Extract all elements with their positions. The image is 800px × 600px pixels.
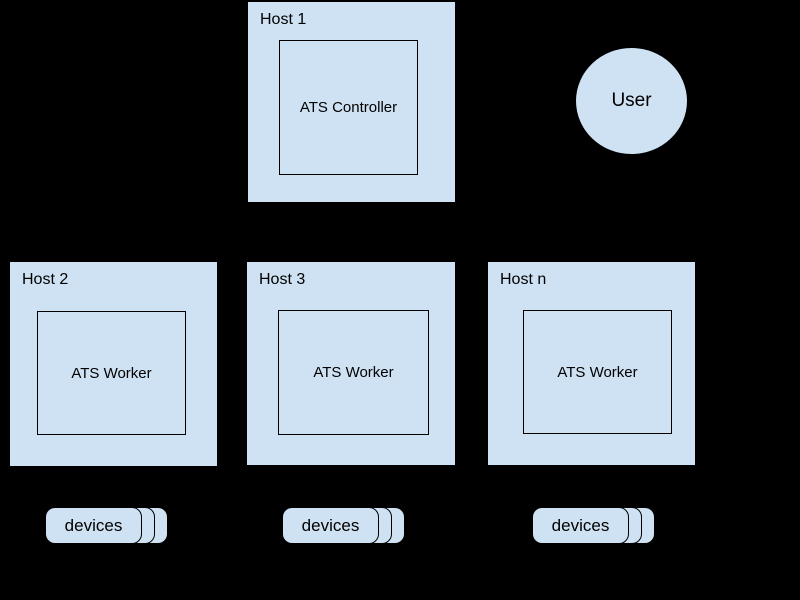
host-2-label: Host 2 bbox=[22, 271, 69, 288]
user-label: User bbox=[611, 90, 652, 111]
host-n-label: Host n bbox=[500, 271, 547, 288]
devices-label-1: devices bbox=[64, 515, 123, 535]
ats-worker-label-3: ATS Worker bbox=[557, 363, 638, 381]
ats-worker-box-3: ATS Worker bbox=[523, 310, 672, 434]
host-n-box: Host n ATS Worker bbox=[488, 262, 695, 465]
user-circle: User bbox=[575, 47, 688, 155]
host-3-label: Host 3 bbox=[259, 271, 306, 288]
ats-worker-box-1: ATS Worker bbox=[37, 311, 186, 435]
host-1-box: Host 1 ATS Controller bbox=[248, 2, 455, 202]
ats-worker-box-2: ATS Worker bbox=[278, 310, 429, 435]
devices-stack-2-front-layer: devices bbox=[282, 507, 379, 544]
devices-label-3: devices bbox=[551, 515, 610, 535]
host-2-box: Host 2 ATS Worker bbox=[10, 262, 217, 466]
devices-stack-3: devices bbox=[532, 507, 655, 545]
devices-label-2: devices bbox=[301, 515, 360, 535]
host-1-label: Host 1 bbox=[260, 11, 307, 28]
ats-worker-label-1: ATS Worker bbox=[71, 364, 152, 382]
devices-stack-2: devices bbox=[282, 507, 405, 545]
devices-stack-1: devices bbox=[45, 507, 168, 545]
ats-worker-label-2: ATS Worker bbox=[313, 364, 394, 381]
ats-controller-label: ATS Controller bbox=[299, 99, 398, 116]
ats-controller-box: ATS Controller bbox=[279, 40, 418, 175]
host-3-box: Host 3 ATS Worker bbox=[247, 262, 455, 465]
devices-stack-1-front-layer: devices bbox=[45, 507, 142, 544]
devices-stack-3-front-layer: devices bbox=[532, 507, 629, 544]
